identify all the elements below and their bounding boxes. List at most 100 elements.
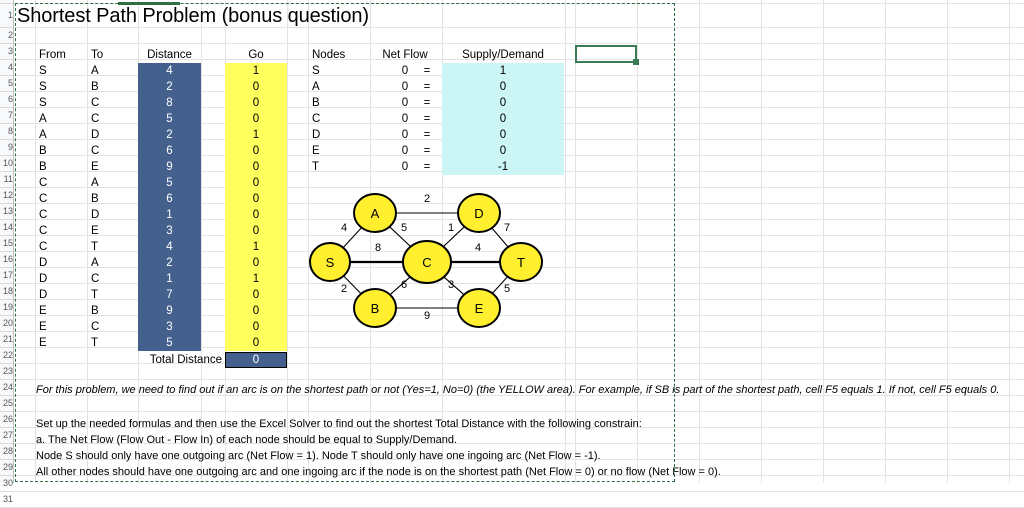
row-number[interactable]: 29 — [2, 462, 13, 472]
row-number[interactable]: 26 — [2, 414, 13, 424]
row-number[interactable]: 27 — [2, 430, 13, 440]
fill-handle[interactable] — [633, 59, 639, 65]
cell-go[interactable]: 0 — [225, 255, 287, 271]
cell-to: A — [91, 177, 99, 189]
cell-supply-demand[interactable]: 0 — [442, 127, 564, 143]
gridline — [637, 0, 638, 483]
gridline — [0, 395, 1024, 396]
cell-go[interactable]: 0 — [225, 335, 287, 351]
cell-go[interactable]: 0 — [225, 191, 287, 207]
row-number[interactable]: 31 — [2, 494, 13, 504]
row-number[interactable]: 14 — [2, 222, 13, 232]
cell-node: D — [312, 129, 321, 141]
graph-node-a — [353, 193, 397, 233]
row-number[interactable]: 2 — [7, 30, 13, 40]
cell-to: C — [91, 273, 100, 285]
row-number[interactable]: 21 — [2, 334, 13, 344]
cell-go[interactable]: 0 — [225, 303, 287, 319]
row-number[interactable]: 4 — [7, 62, 13, 72]
cell-to: A — [91, 257, 99, 269]
cell-equals: = — [423, 97, 431, 109]
cell-from: B — [39, 145, 47, 157]
cell-distance: 7 — [138, 287, 201, 303]
cell-go[interactable]: 1 — [225, 271, 287, 287]
cell-net-flow: 0 — [401, 161, 409, 173]
row-number[interactable]: 8 — [7, 126, 13, 136]
graph-node-label-b: B — [371, 301, 380, 316]
row-separator — [0, 155, 13, 156]
cell-to: A — [91, 65, 99, 77]
row-number[interactable]: 6 — [7, 94, 13, 104]
cell-to: T — [91, 289, 99, 301]
cell-supply-demand[interactable]: 0 — [442, 143, 564, 159]
row-number[interactable]: 10 — [2, 158, 13, 168]
row-number[interactable]: 3 — [7, 46, 13, 56]
edge-weight-ac: 5 — [401, 222, 407, 234]
row-separator — [0, 3, 13, 4]
row-number[interactable]: 5 — [7, 78, 13, 88]
cell-from: S — [39, 65, 47, 77]
cell-supply-demand[interactable]: 1 — [442, 63, 564, 79]
cell-go[interactable]: 0 — [225, 95, 287, 111]
row-number[interactable]: 16 — [2, 254, 13, 264]
cell-net-flow: 0 — [401, 145, 409, 157]
row-number[interactable]: 17 — [2, 270, 13, 280]
cell-go[interactable]: 1 — [225, 127, 287, 143]
gridline — [0, 283, 1024, 284]
row-number[interactable]: 1 — [7, 10, 13, 20]
edge-weight-sb: 2 — [341, 283, 347, 295]
row-number[interactable]: 11 — [3, 174, 13, 184]
row-number[interactable]: 23 — [2, 366, 13, 376]
row-number[interactable]: 30 — [2, 478, 13, 488]
cell-go[interactable]: 0 — [225, 207, 287, 223]
cell-go[interactable]: 0 — [225, 79, 287, 95]
cell-go[interactable]: 1 — [225, 63, 287, 79]
instruction-line-5: All other nodes should have one outgoing… — [36, 466, 721, 478]
row-separator — [0, 443, 13, 444]
row-separator — [0, 491, 13, 492]
selected-cell[interactable] — [575, 45, 637, 63]
gridline — [0, 491, 1024, 492]
cell-go[interactable]: 0 — [225, 143, 287, 159]
total-distance-value: 0 — [225, 352, 287, 368]
row-number[interactable]: 12 — [2, 190, 13, 200]
gridline — [0, 315, 1024, 316]
row-number[interactable]: 19 — [2, 302, 13, 312]
cell-go[interactable]: 0 — [225, 223, 287, 239]
cell-go[interactable]: 0 — [225, 287, 287, 303]
row-number[interactable]: 25 — [2, 398, 13, 408]
row-number[interactable]: 28 — [2, 446, 13, 456]
graph-node-label-c: C — [422, 255, 431, 270]
row-number[interactable]: 7 — [7, 110, 13, 120]
cell-go[interactable]: 0 — [225, 319, 287, 335]
cell-go[interactable]: 0 — [225, 175, 287, 191]
gridline — [0, 347, 1024, 348]
cell-distance: 4 — [138, 63, 201, 79]
row-number[interactable]: 24 — [2, 382, 13, 392]
column-header-go: Go — [248, 49, 264, 61]
row-number[interactable]: 22 — [2, 350, 13, 360]
cell-supply-demand[interactable]: 0 — [442, 111, 564, 127]
cell-supply-demand[interactable]: -1 — [442, 159, 564, 175]
row-number[interactable]: 18 — [2, 286, 13, 296]
gridline — [0, 235, 1024, 236]
cell-supply-demand[interactable]: 0 — [442, 95, 564, 111]
cell-distance: 9 — [138, 303, 201, 319]
cell-to: C — [91, 113, 100, 125]
row-number[interactable]: 9 — [7, 142, 13, 152]
edge-weight-sc: 8 — [375, 242, 381, 254]
cell-go[interactable]: 0 — [225, 111, 287, 127]
row-number[interactable]: 20 — [2, 318, 13, 328]
row-number[interactable]: 13 — [2, 206, 13, 216]
cell-go[interactable]: 1 — [225, 239, 287, 255]
gridline — [947, 0, 948, 483]
row-separator — [0, 395, 13, 396]
instruction-line-2: Set up the needed formulas and then use … — [36, 418, 642, 430]
cell-go[interactable]: 0 — [225, 159, 287, 175]
gridline — [442, 0, 443, 483]
cell-supply-demand[interactable]: 0 — [442, 79, 564, 95]
row-number[interactable]: 15 — [2, 238, 13, 248]
cell-to: E — [91, 161, 99, 173]
